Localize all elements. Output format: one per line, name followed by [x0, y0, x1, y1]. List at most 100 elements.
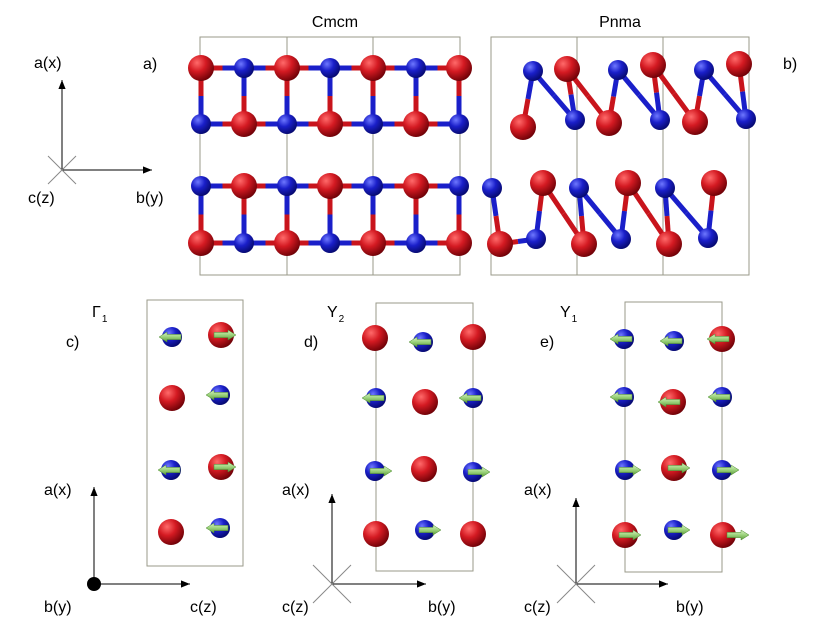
arrow-icon [157, 464, 181, 476]
blue-sphere-icon [569, 178, 589, 198]
axis-label-e-out: c(z) [524, 599, 551, 616]
axis-triad-top: a(x) b(y) c(z) [28, 55, 164, 207]
red-sphere-icon [363, 521, 389, 547]
red-sphere-icon [188, 55, 214, 81]
arrow-icon [618, 529, 642, 541]
mode-label-d-base: Y [327, 304, 338, 321]
title-cmcm: Cmcm [312, 14, 358, 31]
arrow-icon [213, 329, 237, 341]
unit-cell-box [375, 302, 474, 572]
blue-sphere-icon [694, 60, 714, 80]
arrow-icon [205, 389, 229, 401]
panel-label-e: e) [540, 334, 554, 351]
blue-sphere-icon [449, 114, 469, 134]
axis-label-top-out: c(z) [28, 190, 55, 207]
red-sphere-icon [360, 230, 386, 256]
blue-sphere-icon [191, 176, 211, 196]
arrow-icon [707, 391, 731, 403]
blue-sphere-icon [526, 229, 546, 249]
red-sphere-icon [726, 51, 752, 77]
axis-label-c-horizontal: c(z) [190, 599, 217, 616]
blue-sphere-icon [234, 233, 254, 253]
blue-sphere-icon [611, 229, 631, 249]
blue-sphere-icon [277, 114, 297, 134]
unit-cell-box [624, 301, 723, 573]
dot-icon [87, 577, 101, 591]
arrow-icon [667, 462, 691, 474]
red-sphere-icon [159, 385, 185, 411]
mode-label-e-base: Y [560, 304, 571, 321]
arrow-icon [706, 333, 730, 345]
arrow-icon [467, 466, 491, 478]
pnma-structure-panel [482, 36, 756, 276]
axis-triad-c: a(x) c(z) b(y) [44, 482, 217, 616]
red-sphere-icon [487, 231, 513, 257]
blue-sphere-icon [608, 60, 628, 80]
cmcm-structure-panel [188, 36, 472, 276]
axis-label-c-out: b(y) [44, 599, 72, 616]
red-sphere-icon [640, 52, 666, 78]
red-sphere-icon [710, 522, 736, 548]
panel-label-b: b) [783, 56, 797, 73]
red-sphere-icon [274, 230, 300, 256]
red-sphere-icon [701, 170, 727, 196]
blue-sphere-icon [698, 228, 718, 248]
arrow-icon [726, 529, 750, 541]
panel-label-a: a) [143, 56, 157, 73]
arrow-icon [458, 392, 482, 404]
axis-label-c-vertical: a(x) [44, 482, 72, 499]
mode-label-c-base: Γ [92, 304, 101, 321]
red-sphere-icon [682, 109, 708, 135]
arrow-icon [408, 336, 432, 348]
arrow-icon [659, 335, 683, 347]
arrow-icon [609, 333, 633, 345]
blue-sphere-icon [523, 61, 543, 81]
red-sphere-icon [317, 173, 343, 199]
red-sphere-icon [403, 111, 429, 137]
red-sphere-icon [615, 170, 641, 196]
arrow-icon [657, 396, 681, 408]
red-sphere-icon [460, 521, 486, 547]
red-sphere-icon [510, 114, 536, 140]
red-sphere-icon [412, 389, 438, 415]
red-sphere-icon [571, 231, 597, 257]
red-sphere-icon [231, 173, 257, 199]
red-sphere-icon [231, 111, 257, 137]
red-sphere-icon [460, 324, 486, 350]
blue-sphere-icon [320, 58, 340, 78]
y1-mode-panel: a(x) b(y) c(z) [524, 301, 750, 616]
cross-icon [47, 155, 77, 185]
arrow-icon [205, 522, 229, 534]
arrow-icon [418, 524, 442, 536]
blue-sphere-icon [482, 178, 502, 198]
cross-icon [312, 564, 352, 604]
red-sphere-icon [362, 325, 388, 351]
blue-sphere-icon [449, 176, 469, 196]
arrow-icon [667, 524, 691, 536]
blue-sphere-icon [736, 109, 756, 129]
mode-label-e-sub: 1 [572, 314, 578, 325]
red-sphere-icon [446, 55, 472, 81]
blue-sphere-icon [565, 110, 585, 130]
red-sphere-icon [554, 56, 580, 82]
blue-sphere-icon [277, 176, 297, 196]
mode-label-d-sub: 2 [339, 314, 345, 325]
axis-label-e-horizontal: b(y) [676, 599, 704, 616]
arrow-icon [618, 464, 642, 476]
blue-sphere-icon [655, 178, 675, 198]
axis-label-top-horizontal: b(y) [136, 190, 164, 207]
red-sphere-icon [530, 170, 556, 196]
unit-cell-box [199, 36, 461, 276]
red-sphere-icon [596, 110, 622, 136]
red-sphere-icon [158, 519, 184, 545]
title-pnma: Pnma [599, 14, 641, 31]
blue-sphere-icon [650, 110, 670, 130]
blue-sphere-icon [406, 58, 426, 78]
cross-icon [556, 564, 596, 604]
gamma1-mode-panel: a(x) c(z) b(y) [44, 299, 244, 616]
unit-cell-box [490, 36, 750, 276]
red-sphere-icon [188, 230, 214, 256]
arrow-icon [361, 392, 385, 404]
blue-sphere-icon [234, 58, 254, 78]
